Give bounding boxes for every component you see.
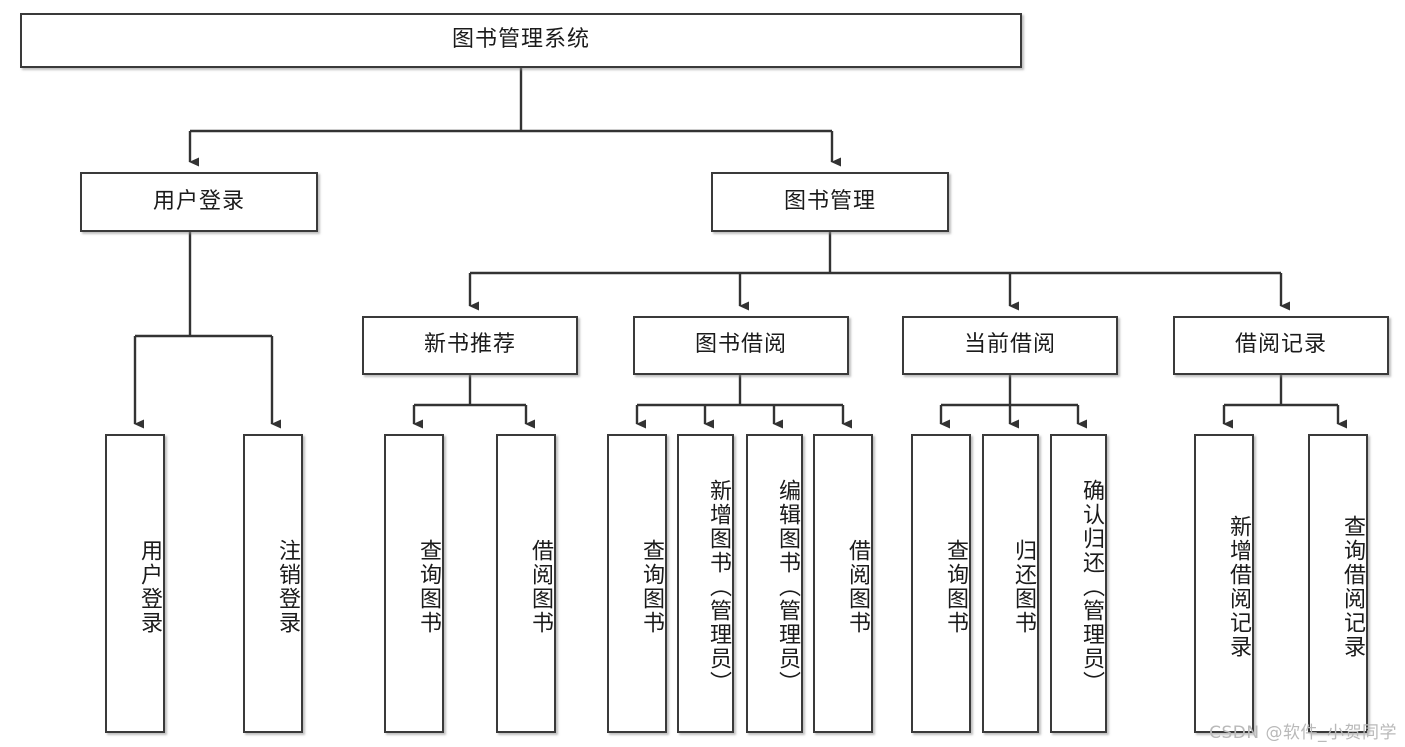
leaf-label: 查询图书 — [639, 538, 664, 635]
leaf-label: 用户登录 — [137, 538, 162, 635]
leaf-label: 确认归还（管理员） — [1079, 478, 1104, 695]
node-book-manage[interactable]: 图书管理 — [711, 172, 949, 232]
node-root-system[interactable]: 图书管理系统 — [20, 13, 1022, 68]
leaf-label: 归还图书 — [1011, 538, 1036, 635]
csdn-watermark: CSDN @软件_小贺同学 — [1209, 723, 1397, 743]
leaf-label: 查询图书 — [943, 538, 968, 635]
node-current-borrow[interactable]: 当前借阅 — [902, 316, 1118, 375]
leaf-label: 查询借阅记录 — [1340, 514, 1365, 659]
leaf-borrow-book-recommend[interactable]: 借阅图书 — [496, 434, 556, 733]
leaf-add-book-admin[interactable]: 新增图书（管理员） — [677, 434, 734, 733]
leaf-query-book-recommend[interactable]: 查询图书 — [384, 434, 444, 733]
leaf-user-login[interactable]: 用户登录 — [105, 434, 165, 733]
leaf-query-borrow-record[interactable]: 查询借阅记录 — [1308, 434, 1368, 733]
leaf-label: 查询图书 — [416, 538, 441, 635]
leaf-label: 新增图书（管理员） — [706, 478, 731, 695]
leaf-borrow-book[interactable]: 借阅图书 — [813, 434, 873, 733]
leaf-query-book-borrow[interactable]: 查询图书 — [607, 434, 667, 733]
node-book-borrow[interactable]: 图书借阅 — [633, 316, 849, 375]
leaf-return-book[interactable]: 归还图书 — [982, 434, 1039, 733]
leaf-query-book-current[interactable]: 查询图书 — [911, 434, 971, 733]
leaf-confirm-return-admin[interactable]: 确认归还（管理员） — [1050, 434, 1107, 733]
leaf-edit-book-admin[interactable]: 编辑图书（管理员） — [746, 434, 803, 733]
leaf-user-logout[interactable]: 注销登录 — [243, 434, 303, 733]
node-borrow-record[interactable]: 借阅记录 — [1173, 316, 1389, 375]
leaf-label: 编辑图书（管理员） — [775, 478, 800, 695]
leaf-label: 借阅图书 — [845, 538, 870, 635]
leaf-label: 借阅图书 — [528, 538, 553, 635]
leaf-label: 注销登录 — [275, 538, 300, 635]
leaf-add-borrow-record[interactable]: 新增借阅记录 — [1194, 434, 1254, 733]
node-user-login[interactable]: 用户登录 — [80, 172, 318, 232]
node-new-book-recommend[interactable]: 新书推荐 — [362, 316, 578, 375]
leaf-label: 新增借阅记录 — [1226, 514, 1251, 659]
